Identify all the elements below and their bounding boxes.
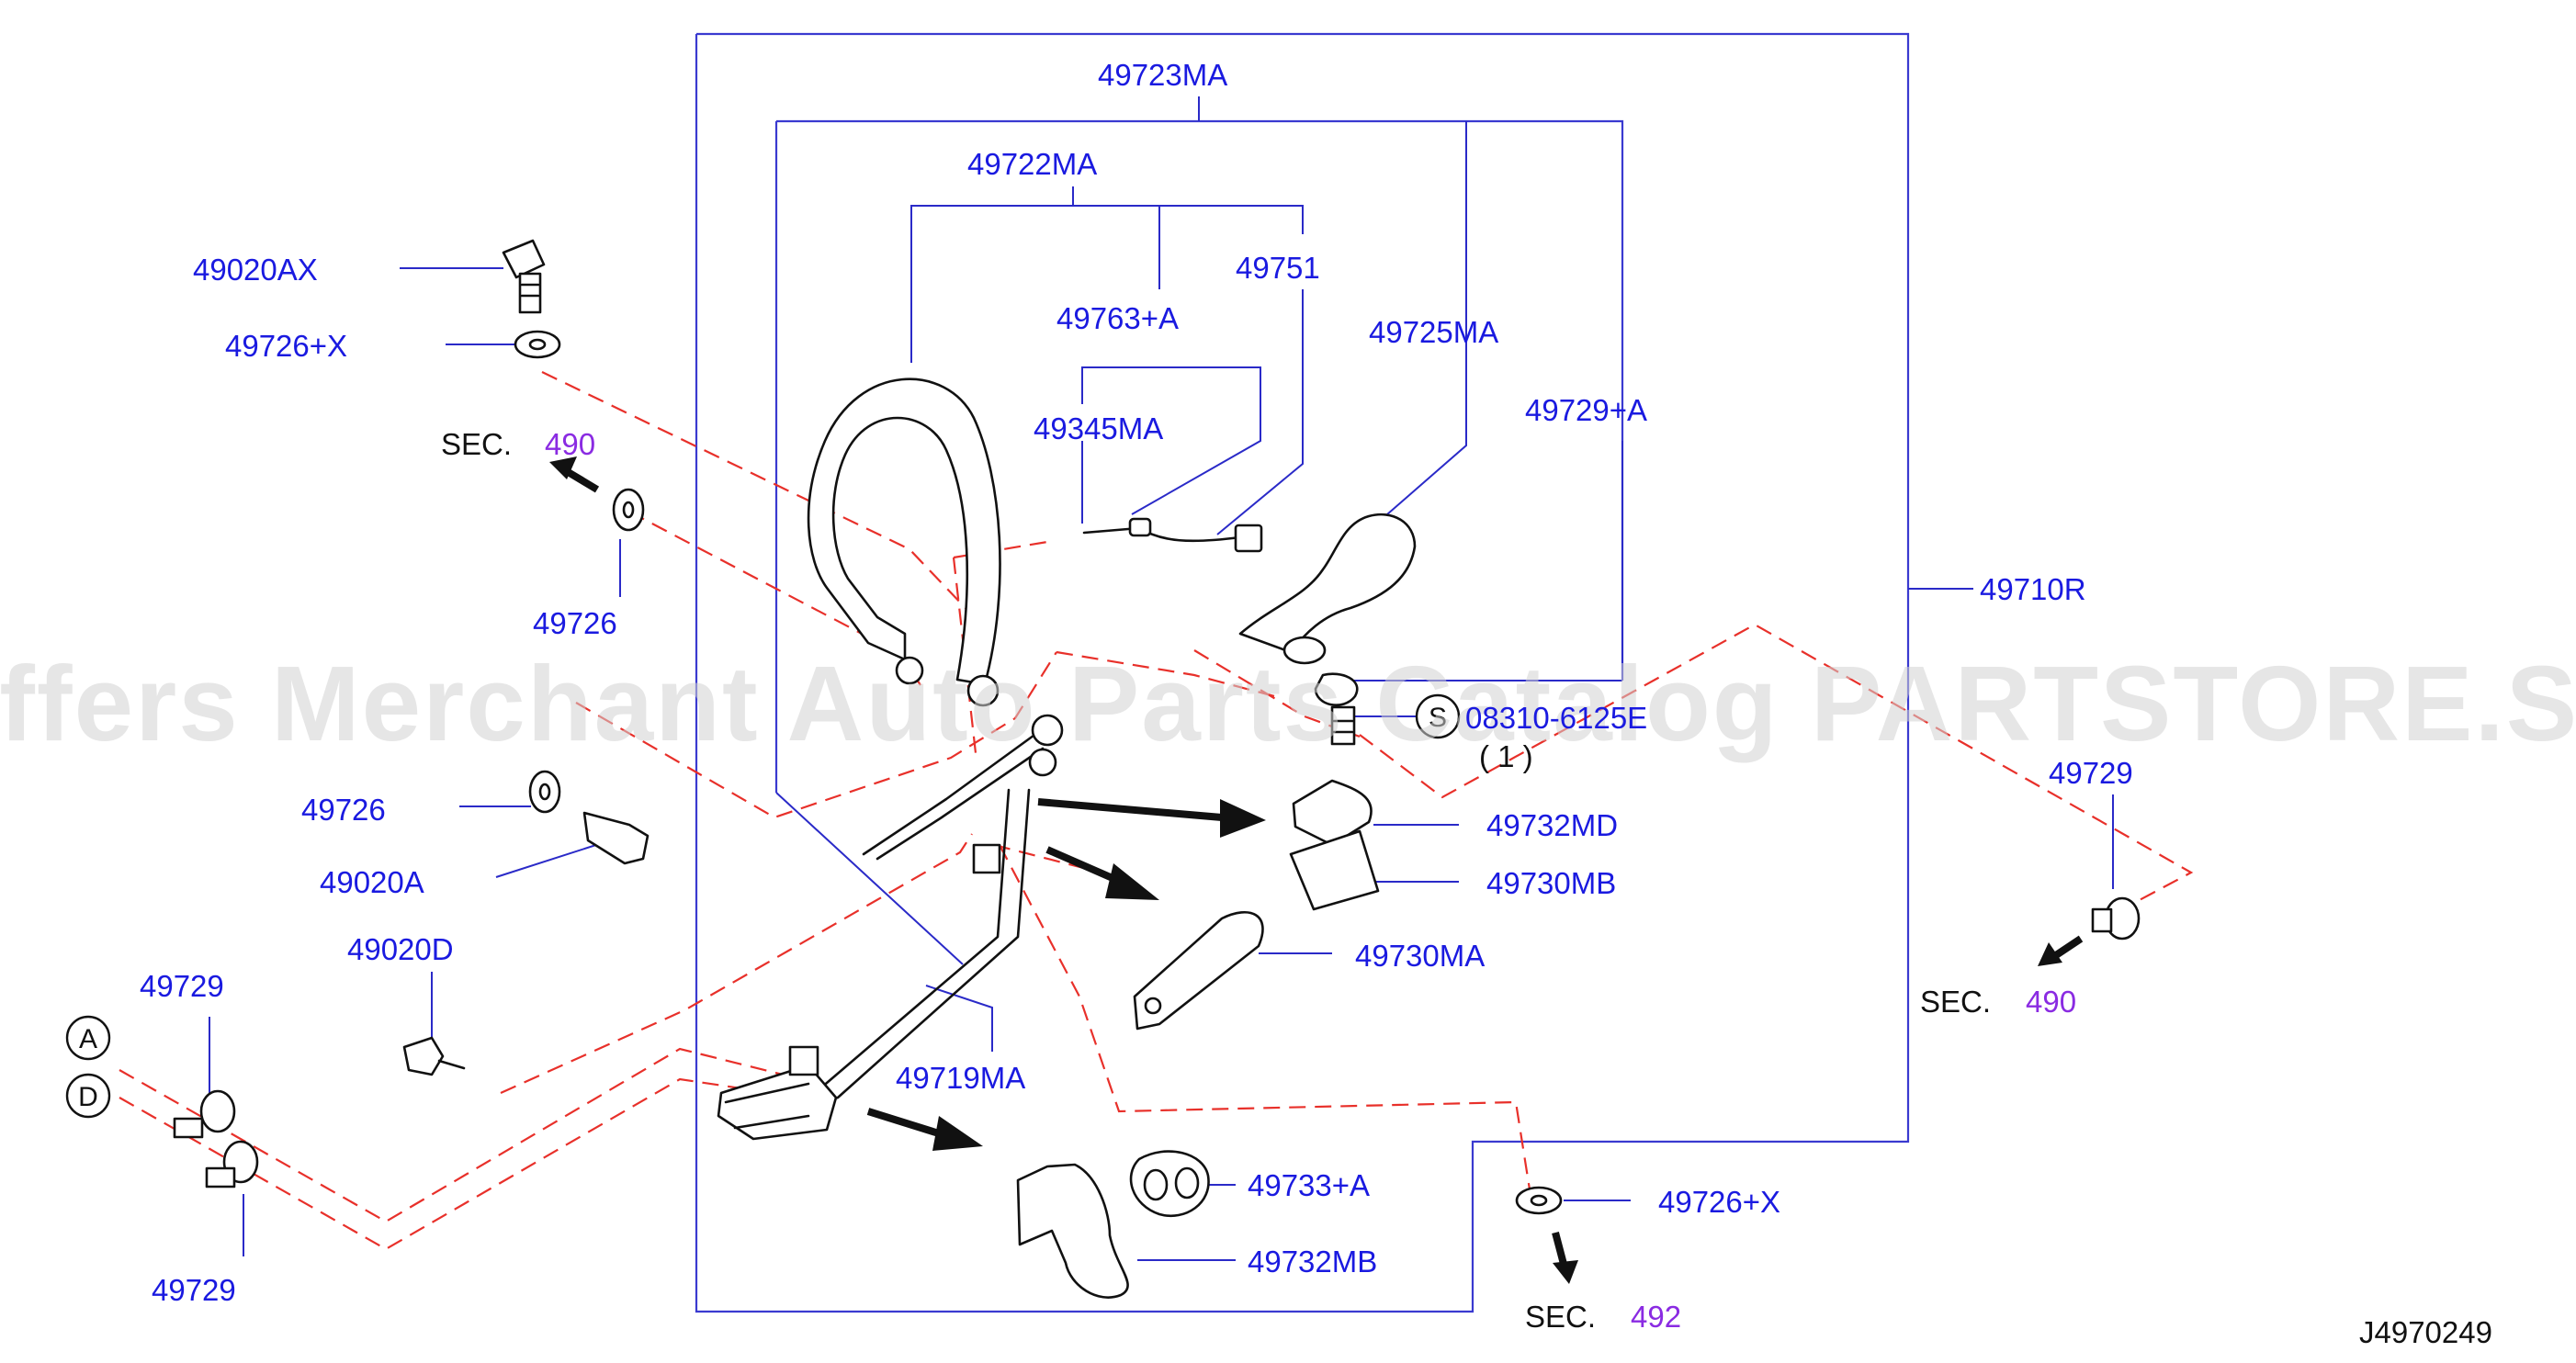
bracket-49730MA	[1133, 910, 1264, 1031]
label-49020A[interactable]: 49020A	[320, 865, 424, 899]
clip-49729-left-top	[199, 1089, 236, 1133]
label-49020AX[interactable]: 49020AX	[193, 253, 318, 287]
label-49719MA[interactable]: 49719MA	[896, 1061, 1025, 1095]
label-49729-right[interactable]: 49729	[2049, 756, 2133, 790]
label-49020D[interactable]: 49020D	[347, 932, 454, 966]
parts	[173, 239, 2141, 1299]
pipe-49719MA	[862, 724, 1049, 861]
label-49730MA[interactable]: 49730MA	[1355, 939, 1485, 973]
watermark-text: Offers Merchant Auto Parts Catalog PARTS…	[0, 644, 2576, 763]
sensor-49763A	[1082, 526, 1242, 543]
plate-49730MB	[1289, 829, 1380, 911]
label-49722MA[interactable]: 49722MA	[967, 147, 1097, 181]
sec-left-word: SEC.	[441, 427, 512, 461]
sec-right-number[interactable]: 490	[2026, 985, 2076, 1019]
label-49726-b[interactable]: 49726	[301, 793, 386, 827]
label-49730MB[interactable]: 49730MB	[1486, 866, 1616, 900]
label-49345MA[interactable]: 49345MA	[1034, 411, 1163, 445]
sec-left-number[interactable]: 490	[545, 427, 595, 461]
label-49729A[interactable]: 49729+A	[1525, 393, 1647, 427]
bracket-49732MB	[1016, 1163, 1129, 1299]
label-49723MA[interactable]: 49723MA	[1098, 58, 1227, 92]
sec-right-word: SEC.	[1920, 985, 1991, 1019]
reference-dashed-lines	[119, 371, 2194, 1251]
label-49763A[interactable]: 49763+A	[1056, 301, 1179, 335]
hose-49725MA	[1238, 513, 1417, 654]
label-08310-quantity: ( 1 )	[1479, 739, 1533, 773]
label-08310-6125E[interactable]: 08310-6125E	[1465, 701, 1647, 735]
label-49733A[interactable]: 49733+A	[1248, 1168, 1370, 1202]
label-49726X-top[interactable]: 49726+X	[225, 329, 347, 363]
label-49751[interactable]: 49751	[1236, 251, 1320, 285]
connector-s-label: S	[1429, 703, 1447, 733]
section-references: SEC. 490 SEC. 490 SEC. 492	[441, 427, 2076, 1334]
label-49710R[interactable]: 49710R	[1980, 572, 2086, 606]
part-labels: 49723MA 49722MA 49751 49763+A 49345MA 49…	[140, 58, 2133, 1307]
bolt-49020D	[402, 1036, 445, 1076]
bolt-49020A	[582, 811, 650, 865]
diagram-code: J4970249	[2359, 1315, 2492, 1349]
label-49725MA[interactable]: 49725MA	[1369, 315, 1498, 349]
label-49732MB[interactable]: 49732MB	[1248, 1245, 1377, 1279]
sec-bottom-word: SEC.	[1525, 1300, 1596, 1334]
sec-bottom-number[interactable]: 492	[1631, 1300, 1681, 1334]
leader-lines	[209, 96, 2114, 1261]
label-49726X-bottom[interactable]: 49726+X	[1658, 1185, 1780, 1219]
connector-markers: A D S	[65, 693, 1461, 1119]
connector-a-label: A	[79, 1024, 97, 1054]
hose-49722MA	[807, 377, 1001, 686]
label-49726-a[interactable]: 49726	[533, 606, 617, 640]
label-49729-left-bottom[interactable]: 49729	[152, 1273, 236, 1307]
label-49732MD[interactable]: 49732MD	[1486, 808, 1618, 842]
label-49729-left-top[interactable]: 49729	[140, 969, 224, 1003]
connector-d-label: D	[78, 1082, 98, 1112]
bolt-49020AX	[502, 239, 546, 279]
direction-arrows	[549, 456, 2084, 1284]
frame-49710R	[695, 32, 1910, 1313]
